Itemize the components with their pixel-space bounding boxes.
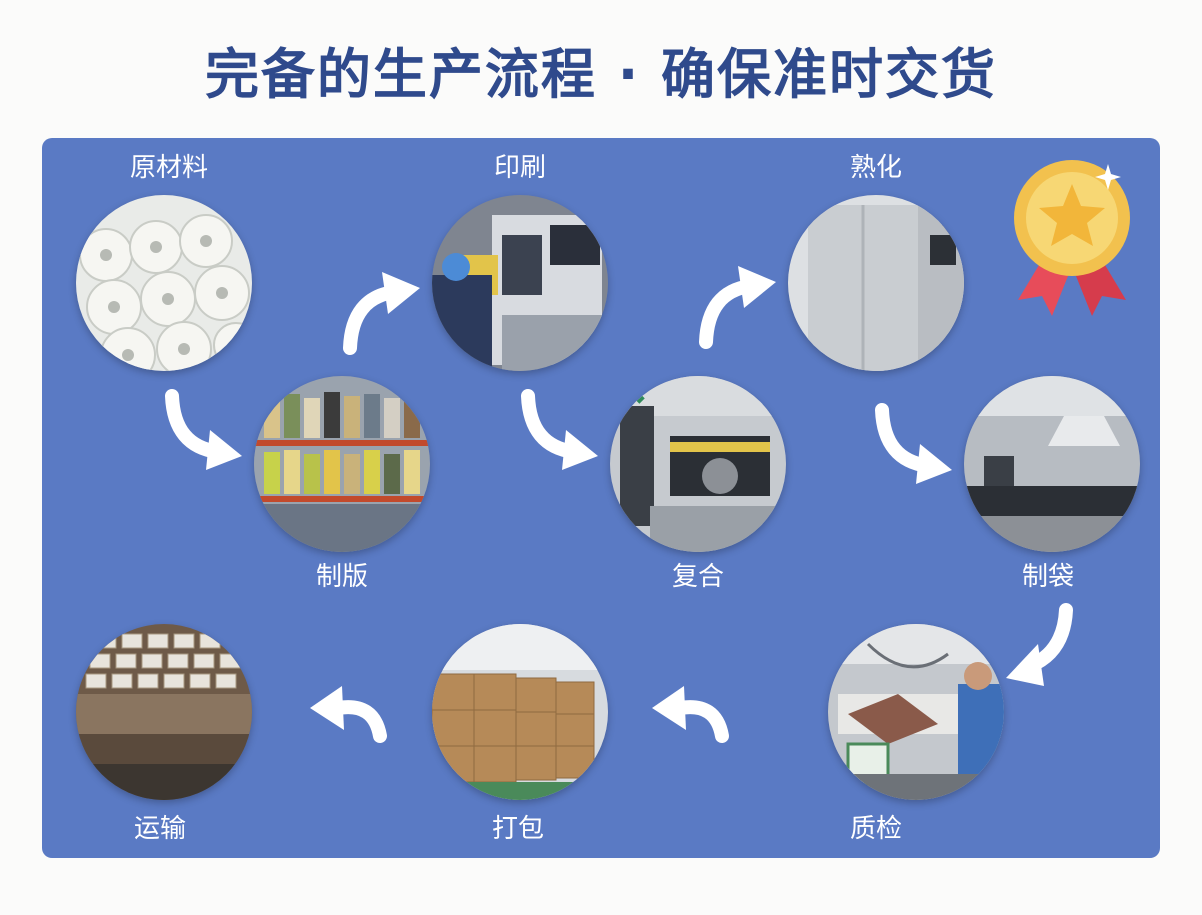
- page-title: 完备的生产流程 · 确保准时交货: [204, 43, 998, 106]
- step-label-bag-making: 制袋: [1021, 562, 1074, 592]
- step-label-shipping: 运输: [133, 814, 186, 844]
- curved-arrow-icon: [1006, 603, 1073, 686]
- step-label-quality-check: 质检: [849, 814, 902, 844]
- step-label-packing: 打包: [491, 814, 544, 844]
- process-panel: 原材料 印刷 熟化: [42, 138, 1160, 858]
- photo-packing: [432, 624, 608, 800]
- photo-printing: [432, 195, 608, 371]
- photo-quality-check: [828, 624, 1004, 800]
- photo-raw-material: [76, 195, 252, 371]
- curved-arrow-icon: [875, 403, 952, 484]
- curved-arrow-icon: [521, 389, 598, 470]
- step-label-raw-material: 原材料: [129, 153, 208, 183]
- photo-shipping: [76, 624, 252, 800]
- step-label-laminating: 复合: [671, 562, 724, 592]
- medal-icon: [1014, 160, 1130, 316]
- curved-arrow-icon: [652, 686, 729, 743]
- curved-arrow-icon: [699, 266, 776, 349]
- photo-laminating: ◆: [610, 376, 786, 552]
- step-label-printing: 印刷: [493, 153, 546, 183]
- photo-bag-making: [964, 376, 1140, 552]
- photo-plate-making: [254, 376, 430, 552]
- photo-curing: [788, 195, 964, 371]
- curved-arrow-icon: [343, 272, 420, 355]
- svg-text:◆: ◆: [634, 390, 645, 406]
- step-label-curing: 熟化: [849, 153, 902, 183]
- curved-arrow-icon: [165, 389, 242, 470]
- curved-arrow-icon: [310, 686, 387, 743]
- step-label-plate-making: 制版: [315, 562, 368, 592]
